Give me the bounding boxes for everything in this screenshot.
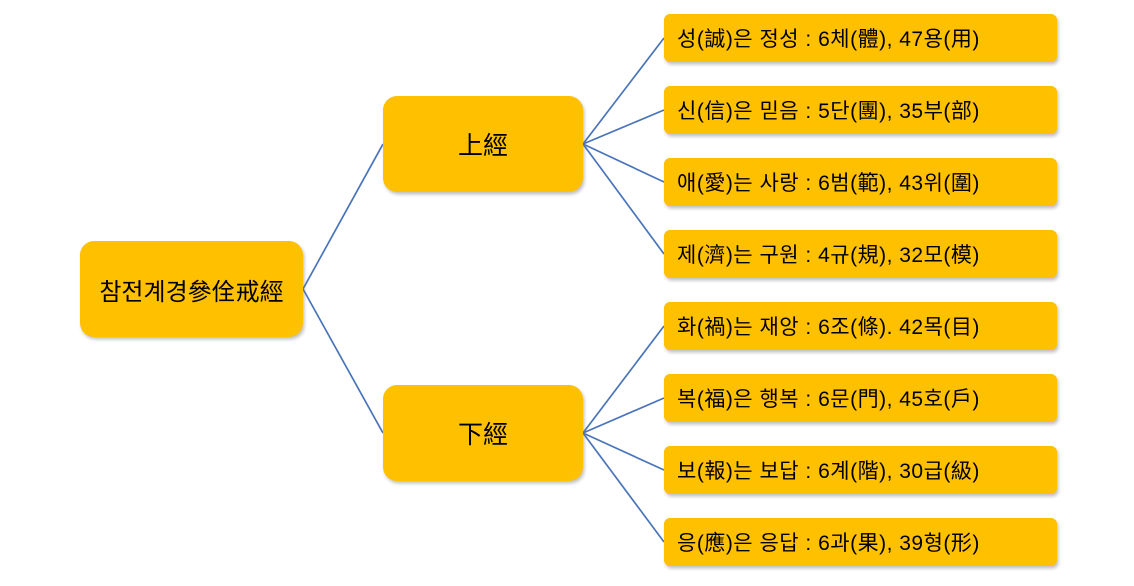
- leaf-node-bo: 보(報)는 보답 : 6계(階), 30급(級): [664, 446, 1057, 494]
- leaf-label: 복(福)은 행복 : 6문(門), 45호(戶): [677, 388, 980, 411]
- lower-branch-label: 下經: [457, 421, 508, 449]
- connector-line: [302, 288, 384, 434]
- upper-branch-node: 上經: [383, 96, 583, 192]
- leaf-label: 신(信)은 믿음 : 5단(團), 35부(部): [677, 100, 980, 123]
- leaf-label: 응(應)은 응답 : 6과(果), 39형(形): [677, 532, 980, 555]
- leaf-node-eung: 응(應)은 응답 : 6과(果), 39형(形): [664, 518, 1057, 566]
- leaf-node-ae: 애(愛)는 사랑 : 6범(範), 43위(圍): [664, 158, 1057, 206]
- root-node: 참전계경參佺戒經: [80, 241, 303, 337]
- leaf-label: 애(愛)는 사랑 : 6범(範), 43위(圍): [677, 172, 980, 195]
- leaf-label: 보(報)는 보답 : 6계(階), 30급(級): [677, 460, 980, 483]
- leaf-label: 화(禍)는 재앙 : 6조(條). 42목(目): [677, 316, 980, 339]
- connector-line: [582, 37, 665, 145]
- leaf-label: 제(濟)는 구원 : 4규(規), 32모(模): [677, 244, 980, 267]
- connector-line: [582, 109, 665, 145]
- connector-line: [582, 432, 665, 543]
- leaf-label: 성(誠)은 정성 : 6체(體), 47용(用): [677, 28, 980, 51]
- connector-line: [302, 143, 384, 290]
- lower-branch-node: 下經: [383, 385, 583, 481]
- connector-line: [582, 143, 665, 255]
- connector-line: [582, 397, 665, 434]
- leaf-node-je: 제(濟)는 구원 : 4규(規), 32모(模): [664, 230, 1057, 278]
- connector-line: [582, 143, 665, 183]
- upper-branch-label: 上經: [457, 132, 508, 160]
- leaf-node-hwa: 화(禍)는 재앙 : 6조(條). 42목(目): [664, 302, 1057, 350]
- root-node-label: 참전계경參佺戒經: [99, 278, 284, 306]
- connector-line: [582, 432, 665, 471]
- leaf-node-seong: 성(誠)은 정성 : 6체(體), 47용(用): [664, 14, 1057, 62]
- leaf-node-bok: 복(福)은 행복 : 6문(門), 45호(戶): [664, 374, 1057, 422]
- connector-line: [582, 325, 665, 434]
- leaf-node-sin: 신(信)은 믿음 : 5단(團), 35부(部): [664, 86, 1057, 134]
